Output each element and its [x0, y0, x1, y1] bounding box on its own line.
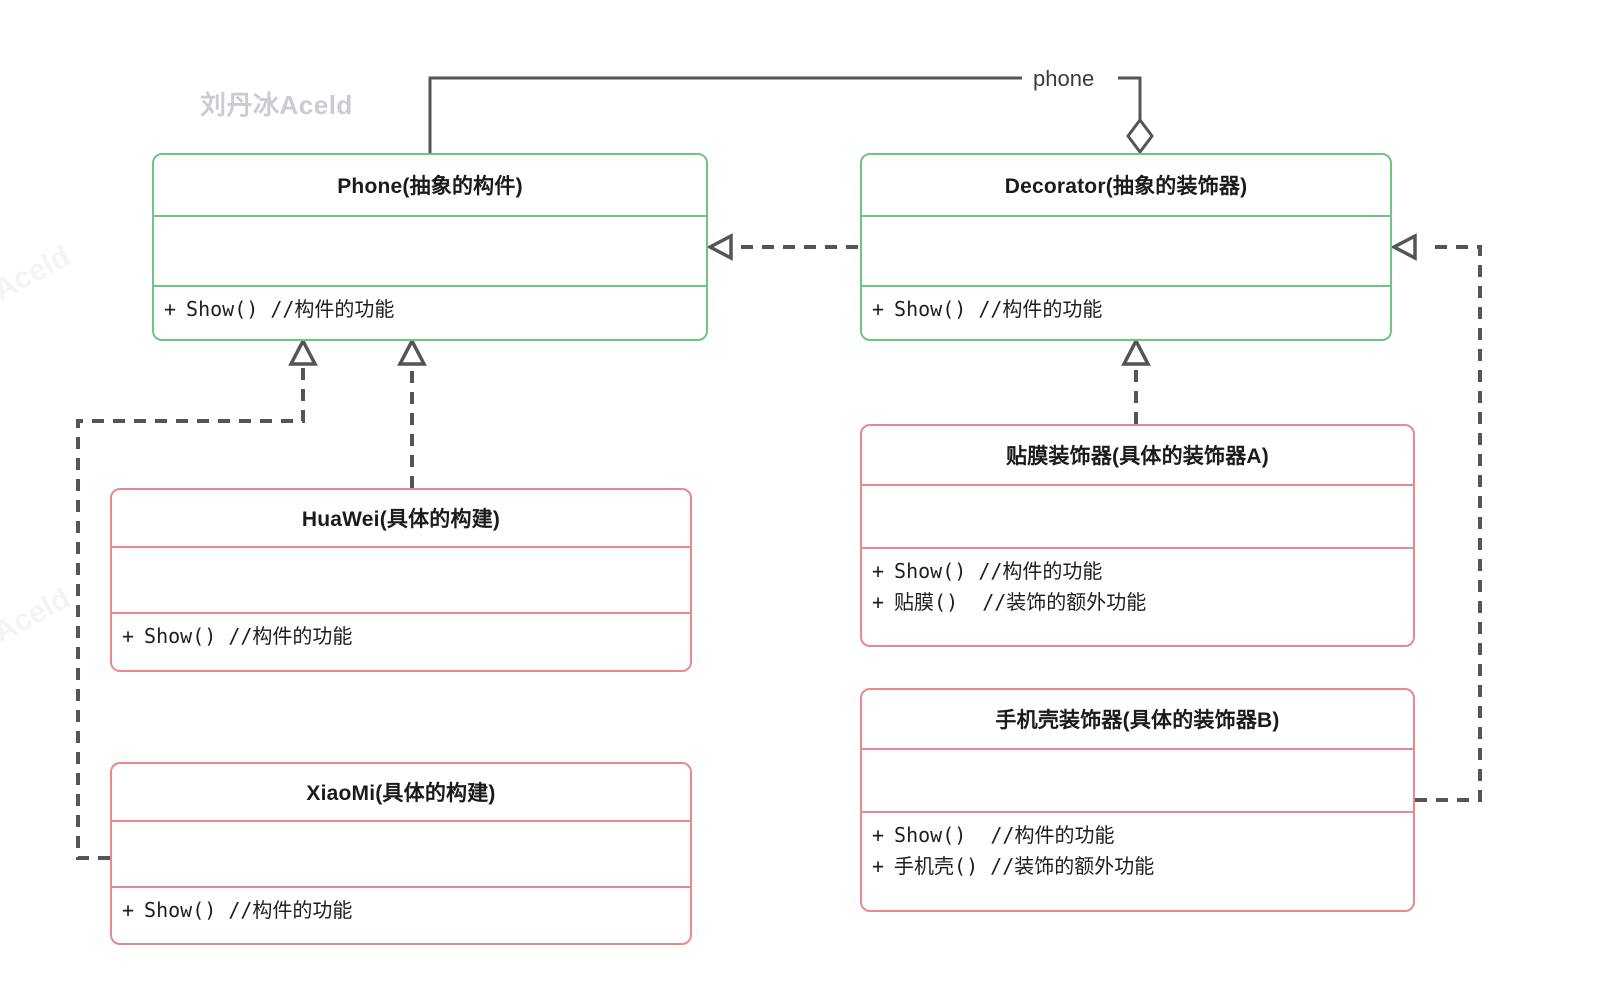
operation-text: 手机壳() //装饰的额外功能 [894, 854, 1155, 878]
class-box-decorator-a[interactable]: 贴膜装饰器(具体的装饰器A) + Show() //构件的功能 + 贴膜() /… [860, 424, 1415, 647]
class-operations-decorator-b: + Show() //构件的功能 + 手机壳() //装饰的额外功能 [862, 811, 1413, 910]
class-title-decorator: Decorator(抽象的装饰器) [1004, 175, 1248, 198]
edge-label-phone: phone [1028, 66, 1100, 92]
edge-realization-decoratorA-decorator [1121, 337, 1151, 424]
operation-row: + Show() //构件的功能 [122, 620, 680, 649]
class-operations-decorator-a: + Show() //构件的功能 + 贴膜() //装饰的额外功能 [862, 547, 1413, 645]
brand-title: 刘丹冰Aceld [200, 90, 353, 120]
operation-row: + Show() //构件的功能 [164, 293, 696, 322]
class-box-decorator[interactable]: Decorator(抽象的装饰器) + Show() //构件的功能 [860, 153, 1392, 341]
class-box-decorator-b[interactable]: 手机壳装饰器(具体的装饰器B) + Show() //构件的功能 + 手机壳()… [860, 688, 1415, 912]
operation-text: Show() //构件的功能 [894, 297, 1103, 321]
visibility-plus: + [122, 898, 135, 922]
watermark-text: Aceld [0, 239, 76, 308]
class-title-phone: Phone(抽象的构件) [337, 175, 523, 198]
class-title-decorator-b: 手机壳装饰器(具体的装饰器B) [995, 709, 1280, 732]
class-attributes-decorator [862, 215, 1390, 285]
visibility-plus: + [122, 624, 135, 648]
operation-text: Show() //构件的功能 [894, 823, 1115, 847]
class-operations-xiaomi: + Show() //构件的功能 [112, 886, 690, 943]
class-title-xiaomi: XiaoMi(具体的构建) [306, 782, 496, 805]
class-attributes-decorator-a [862, 484, 1413, 547]
class-box-xiaomi[interactable]: XiaoMi(具体的构建) + Show() //构件的功能 [110, 762, 692, 945]
visibility-plus: + [872, 297, 885, 321]
operation-row: + Show() //构件的功能 [872, 555, 1403, 584]
watermark-text: Aceld [0, 581, 76, 650]
class-operations-huawei: + Show() //构件的功能 [112, 612, 690, 670]
class-box-phone[interactable]: Phone(抽象的构件) + Show() //构件的功能 [152, 153, 708, 341]
operation-text: Show() //构件的功能 [144, 898, 353, 922]
operation-row: + Show() //构件的功能 [872, 819, 1403, 848]
class-operations-decorator: + Show() //构件的功能 [862, 285, 1390, 339]
operation-row: + 贴膜() //装饰的额外功能 [872, 586, 1403, 615]
class-operations-phone: + Show() //构件的功能 [154, 285, 706, 339]
visibility-plus: + [872, 590, 885, 614]
operation-text: Show() //构件的功能 [144, 624, 353, 648]
operation-text: 贴膜() //装饰的额外功能 [894, 590, 1147, 614]
class-attributes-huawei [112, 546, 690, 612]
class-box-huawei[interactable]: HuaWei(具体的构建) + Show() //构件的功能 [110, 488, 692, 672]
operation-row: + Show() //构件的功能 [122, 894, 680, 923]
edge-realization-huawei-phone [397, 337, 427, 488]
class-attributes-decorator-b [862, 748, 1413, 811]
class-attributes-xiaomi [112, 820, 690, 886]
operation-text: Show() //构件的功能 [186, 297, 395, 321]
class-title-decorator-a: 贴膜装饰器(具体的装饰器A) [1006, 445, 1269, 468]
operation-text: Show() //构件的功能 [894, 559, 1103, 583]
visibility-plus: + [872, 854, 885, 878]
operation-row: + Show() //构件的功能 [872, 293, 1380, 322]
class-attributes-phone [154, 215, 706, 285]
operation-row: + 手机壳() //装饰的额外功能 [872, 850, 1403, 879]
visibility-plus: + [872, 823, 885, 847]
class-title-huawei: HuaWei(具体的构建) [301, 508, 501, 531]
visibility-plus: + [872, 559, 885, 583]
visibility-plus: + [164, 297, 177, 321]
edge-realization-decorator-phone [706, 233, 858, 261]
